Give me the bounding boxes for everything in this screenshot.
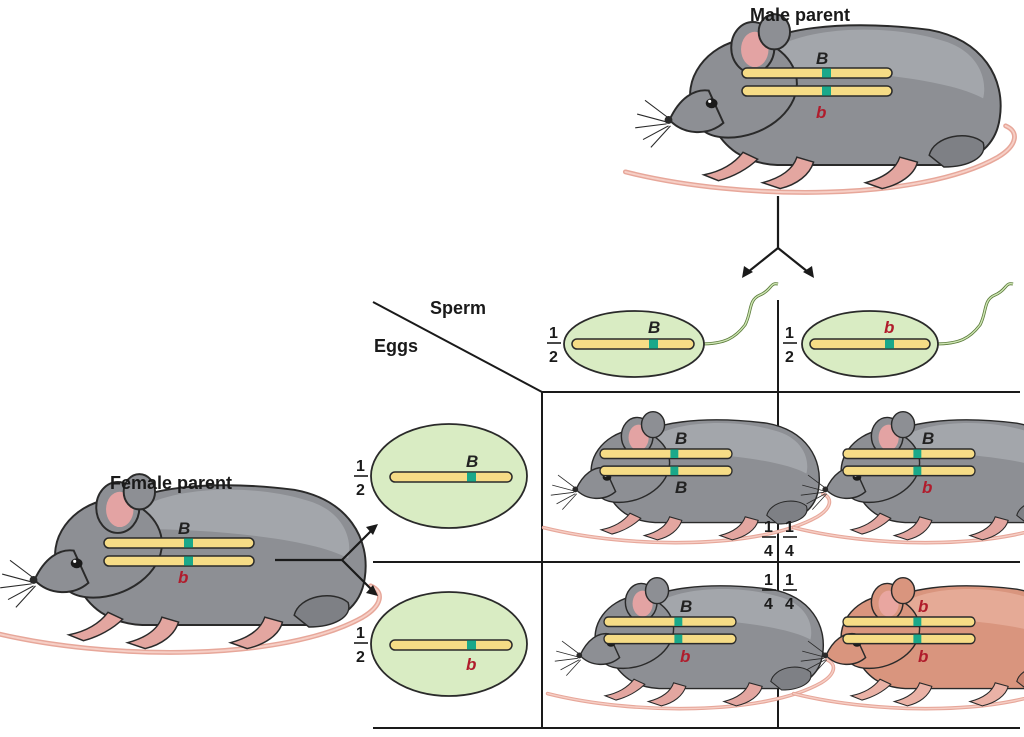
svg-text:1: 1 <box>764 519 773 536</box>
egg-B-allele: B <box>466 452 478 471</box>
fraction-Bb-2: 1 4 <box>762 572 776 613</box>
svg-text:4: 4 <box>764 596 773 613</box>
egg-b: b <box>370 591 528 697</box>
offspring-Bb-mouse-1: B b <box>791 409 1024 545</box>
eggs-label: Eggs <box>374 336 418 356</box>
male-parent-label: Male parent <box>750 5 850 25</box>
female-allele-top: B <box>178 519 190 538</box>
offspring-Bb-1-allele-bottom: b <box>922 478 932 497</box>
fraction-bb: 1 4 <box>783 572 797 613</box>
sperm-label: Sperm <box>430 298 486 318</box>
female-parent-mouse: B b <box>0 474 379 652</box>
svg-text:1: 1 <box>785 572 794 589</box>
male-allele-top: B <box>816 49 828 68</box>
offspring-BB-mouse: B B <box>541 409 832 545</box>
svg-text:1: 1 <box>785 519 794 536</box>
female-split-arrow <box>275 524 378 596</box>
svg-text:1: 1 <box>764 572 773 589</box>
egg-fraction-2: 1 2 <box>354 625 368 666</box>
sperm-B: B <box>563 282 779 378</box>
offspring-Bb-1-allele-top: B <box>922 429 934 448</box>
offspring-Bb-2-allele-top: B <box>680 597 692 616</box>
egg-b-allele: b <box>466 655 476 674</box>
offspring-bb-mouse: b b <box>791 575 1024 711</box>
offspring-Bb-2-allele-bottom: b <box>680 647 690 666</box>
female-allele-bottom: b <box>178 568 188 587</box>
egg-B: B <box>370 423 528 529</box>
fraction-BB: 1 4 <box>762 519 776 560</box>
svg-text:2: 2 <box>549 349 558 366</box>
svg-text:2: 2 <box>356 649 365 666</box>
svg-text:4: 4 <box>785 596 794 613</box>
sperm-fraction-1: 1 2 <box>547 325 561 366</box>
female-parent-label: Female parent <box>110 473 232 493</box>
fraction-Bb-1: 1 4 <box>783 519 797 560</box>
male-split-arrow <box>742 196 814 278</box>
sperm-fraction-2: 1 2 <box>783 325 797 366</box>
offspring-bb-allele-top: b <box>918 597 928 616</box>
svg-text:1: 1 <box>356 458 365 475</box>
sperm-b-allele: b <box>884 318 894 337</box>
svg-text:4: 4 <box>764 543 773 560</box>
sperm-b: b <box>801 282 1014 378</box>
svg-text:2: 2 <box>785 349 794 366</box>
sperm-B-allele: B <box>648 318 660 337</box>
offspring-BB-allele-bottom: B <box>675 478 687 497</box>
svg-text:1: 1 <box>356 625 365 642</box>
svg-text:2: 2 <box>356 482 365 499</box>
male-parent-mouse: B b <box>625 14 1014 192</box>
male-allele-bottom: b <box>816 103 826 122</box>
offspring-bb-allele-bottom: b <box>918 647 928 666</box>
egg-fraction-1: 1 2 <box>354 458 368 499</box>
svg-text:4: 4 <box>785 543 794 560</box>
offspring-Bb-mouse-2: B b <box>545 575 836 711</box>
svg-text:1: 1 <box>549 325 558 342</box>
svg-text:1: 1 <box>785 325 794 342</box>
offspring-BB-allele-top: B <box>675 429 687 448</box>
